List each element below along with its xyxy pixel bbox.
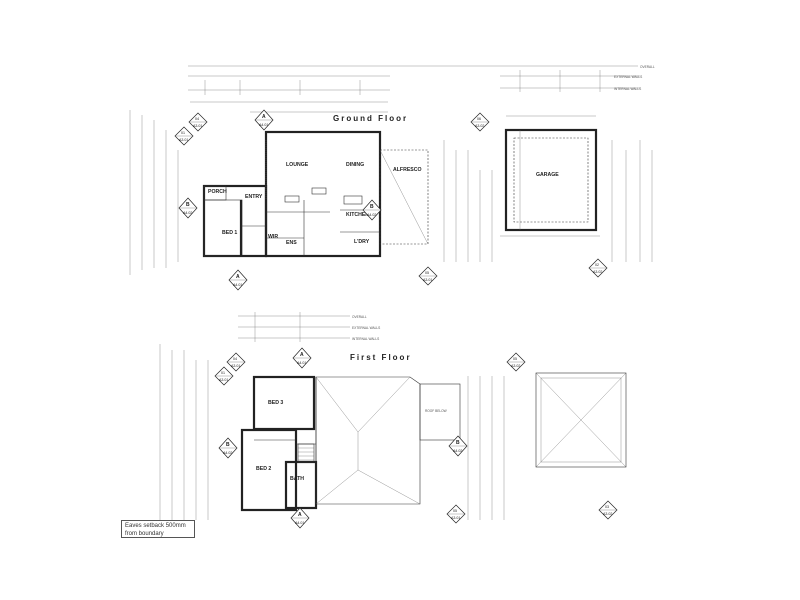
elevation-num: 03 xyxy=(605,505,609,509)
ground-mid-dimensions xyxy=(443,140,493,262)
elevation-ref: A3.01 xyxy=(423,278,432,282)
section-letter: A xyxy=(298,512,302,518)
elevation-tag-02-garage[interactable]: 02 A3.02 xyxy=(588,258,608,278)
elevation-num: 04 xyxy=(195,117,199,121)
garage-right-dimensions xyxy=(611,140,653,262)
ground-left-dimensions xyxy=(129,110,179,275)
internal-walls-dim-label: INTERNAL WALLS xyxy=(614,87,641,91)
room-lounge-label: LOUNGE xyxy=(286,162,309,168)
section-tag-a-bottom-ground[interactable]: A A4.01 xyxy=(228,269,248,291)
room-bath-label: BATH xyxy=(290,476,304,482)
section-tag-b-left-ground[interactable]: B A4.02 xyxy=(178,197,198,219)
elevation-ref: A3.02 xyxy=(511,364,520,368)
elevation-ref: A3.02 xyxy=(475,124,484,128)
elevation-num: 06 xyxy=(477,117,481,121)
section-tag-b-right-first[interactable]: B A4.02 xyxy=(448,435,468,457)
ground-house-walls xyxy=(202,130,429,258)
garage-plan: GARAGE xyxy=(500,115,600,237)
section-letter: B xyxy=(370,204,374,210)
section-ref: A4.02 xyxy=(183,211,192,215)
first-floor-title: First Floor xyxy=(350,353,412,362)
elevation-ref: A3.02 xyxy=(603,512,612,516)
elevation-ref: A3.02 xyxy=(593,270,602,274)
section-ref: A4.01 xyxy=(233,283,242,287)
section-tag-b-right-ground[interactable]: B A4.02 xyxy=(362,199,382,221)
room-garage-label: GARAGE xyxy=(536,172,559,178)
room-bed2-label: BED 2 xyxy=(256,466,271,472)
room-wir-label: WIR xyxy=(268,234,278,240)
first-house-walls xyxy=(240,375,318,512)
first-overall-dim-label: OVERALL xyxy=(352,315,367,319)
elevation-tag-04-first[interactable]: 04 A3.01 xyxy=(226,352,246,372)
elevation-num: 05 xyxy=(513,357,517,361)
section-tag-a-top-first[interactable]: A A4.01 xyxy=(292,347,312,369)
eaves-note-line2: from boundary xyxy=(125,531,164,537)
section-ref: A4.01 xyxy=(297,361,306,365)
section-ref: A4.02 xyxy=(367,213,376,217)
external-walls-dim-label: EXTERNAL WALLS xyxy=(614,75,642,79)
section-letter: B xyxy=(226,442,230,448)
elevation-ref: A3.01 xyxy=(193,124,202,128)
section-letter: B xyxy=(186,202,190,208)
elevation-ref: A3.01 xyxy=(179,138,188,142)
section-tag-a-bottom-first[interactable]: A A4.01 xyxy=(290,507,310,529)
room-bed3-label: BED 3 xyxy=(268,400,283,406)
section-ref: A4.01 xyxy=(259,123,268,127)
section-ref: A4.02 xyxy=(453,449,462,453)
room-ens-label: ENS xyxy=(286,240,297,246)
elevation-ref: A3.01 xyxy=(451,516,460,520)
elevation-tag-05-first-right[interactable]: 05 A3.02 xyxy=(506,352,526,372)
elevation-num: 01 xyxy=(221,371,225,375)
section-tag-b-left-first[interactable]: B A4.02 xyxy=(218,437,238,459)
elevation-num: 05 xyxy=(425,271,429,275)
elevation-tag-01-ground[interactable]: 01 A3.01 xyxy=(174,126,194,146)
section-letter: A xyxy=(236,274,240,280)
first-floor-plan: OVERALL EXTERNAL WALLS INTERNAL WALLS Fi… xyxy=(159,312,627,520)
ground-top-dimensions: OVERALL EXTERNAL WALLS INTERNAL WALLS xyxy=(188,65,655,113)
section-letter: A xyxy=(262,114,266,120)
ground-floor-plan: OVERALL EXTERNAL WALLS INTERNAL WALLS xyxy=(129,65,655,275)
room-ldry-label: L'DRY xyxy=(354,239,370,245)
elevation-num: 02 xyxy=(595,263,599,267)
elevation-ref: A3.01 xyxy=(219,378,228,382)
elevation-tag-01-first[interactable]: 01 A3.01 xyxy=(214,366,234,386)
section-ref: A4.02 xyxy=(223,451,232,455)
elevation-tag-04-ground[interactable]: 04 A3.01 xyxy=(188,112,208,132)
room-entry-label: ENTRY xyxy=(245,194,263,200)
elevation-num: 05 xyxy=(453,509,457,513)
section-letter: B xyxy=(456,440,460,446)
first-right-dimensions xyxy=(467,376,505,520)
first-internal-walls-dim-label: INTERNAL WALLS xyxy=(352,337,379,341)
section-ref: A4.01 xyxy=(295,521,304,525)
elevation-ref: A3.01 xyxy=(231,364,240,368)
elevation-tag-05-first[interactable]: 05 A3.01 xyxy=(446,504,466,524)
elevation-num: 01 xyxy=(181,131,185,135)
roof-below-outline: ROOF BELOW xyxy=(315,376,461,505)
eaves-setback-note: Eaves setback 500mm from boundary xyxy=(121,520,195,538)
elevation-tag-06-garage[interactable]: 06 A3.02 xyxy=(470,112,490,132)
stair xyxy=(297,443,315,463)
roof-below-label: ROOF BELOW xyxy=(425,409,447,413)
section-letter: A xyxy=(300,352,304,358)
room-porch-label: PORCH xyxy=(208,189,227,195)
first-left-dimensions xyxy=(159,344,209,520)
elevation-tag-05-ground[interactable]: 05 A3.01 xyxy=(418,266,438,286)
eaves-note-line1: Eaves setback 500mm xyxy=(125,523,186,529)
room-kitchen-label: KITCHEN xyxy=(346,212,369,218)
room-alfresco-label: ALFRESCO xyxy=(393,167,422,173)
section-tag-a-top-ground[interactable]: A A4.01 xyxy=(254,109,274,131)
overall-dim-label: OVERALL xyxy=(640,65,655,69)
garage-roof-plan xyxy=(535,372,627,468)
elevation-num: 04 xyxy=(233,357,237,361)
ground-floor-title: Ground Floor xyxy=(333,114,408,123)
room-dining-label: DINING xyxy=(346,162,364,168)
room-bed1-label: BED 1 xyxy=(222,230,237,236)
first-external-walls-dim-label: EXTERNAL WALLS xyxy=(352,326,380,330)
first-top-dimensions: OVERALL EXTERNAL WALLS INTERNAL WALLS xyxy=(238,312,380,342)
elevation-tag-03-roof[interactable]: 03 A3.02 xyxy=(598,500,618,520)
